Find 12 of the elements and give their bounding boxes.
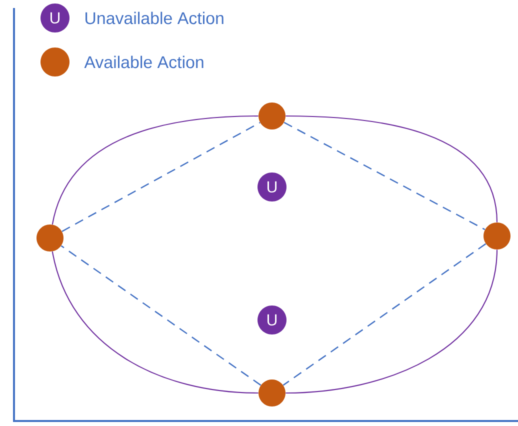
legend-label: Available Action (84, 56, 204, 68)
legend-label: Unavailable Action (86, 12, 224, 24)
available-action-marker (36, 224, 64, 252)
connector (286, 250, 498, 394)
available-action-marker (258, 380, 286, 406)
connector (52, 115, 258, 225)
available-action-marker (484, 222, 510, 250)
connector (62, 122, 260, 232)
connector (282, 243, 486, 386)
connector (284, 122, 486, 230)
connector (286, 115, 498, 222)
available-action-marker (258, 102, 286, 130)
